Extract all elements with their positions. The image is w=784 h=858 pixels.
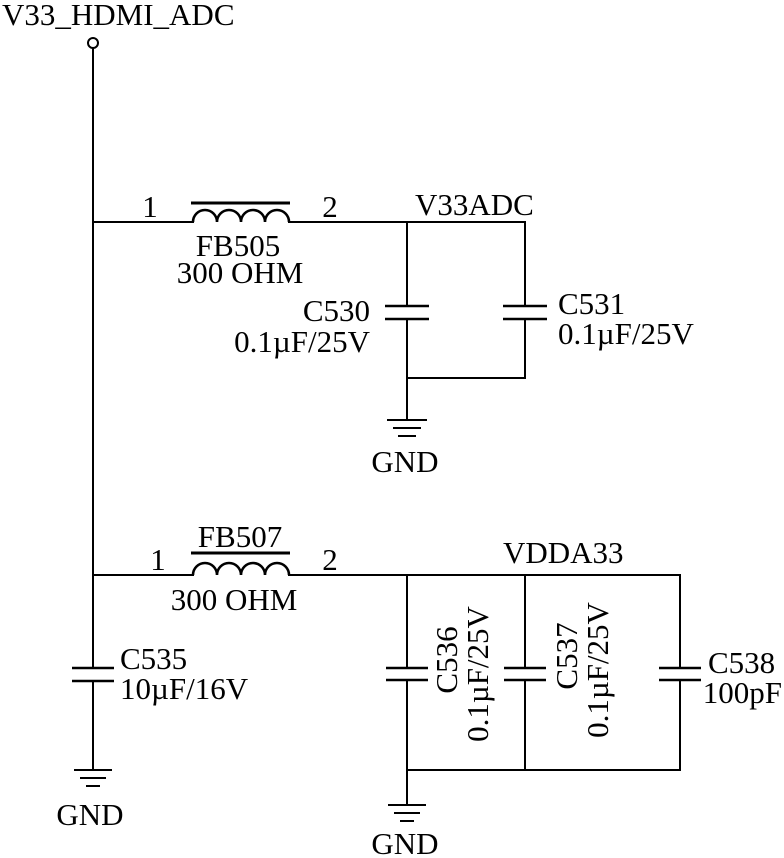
c530-capacitor: C530 0.1µF/25V [234, 221, 429, 421]
input-rail: V33_HDMI_ADC [2, 0, 235, 669]
ground-icon [387, 419, 427, 437]
ground-icon [388, 804, 426, 822]
c538-ref: C538 [708, 645, 775, 680]
ground-symbol-left: GND [56, 769, 124, 832]
fb505-coil-icon [191, 208, 291, 223]
fb507-value: 300 OHM [171, 582, 298, 617]
ground-symbol-bottom: GND [371, 804, 439, 858]
fb505-ferrite-bead: 1 2 FB505 300 OHM [92, 189, 338, 290]
c530-ref: C530 [303, 293, 370, 328]
fb505-pin1-label: 1 [142, 189, 158, 224]
c535-capacitor: C535 10µF/16V [72, 641, 249, 771]
c531-capacitor: C531 0.1µF/25V [503, 221, 694, 379]
ground-label-left: GND [56, 797, 123, 832]
ground-icon [74, 769, 112, 787]
input-terminal-icon [87, 37, 99, 49]
ground-label-bottom: GND [371, 826, 438, 858]
fb507-ferrite-bead: FB507 1 2 300 OHM [92, 519, 338, 617]
c535-ref: C535 [120, 641, 187, 676]
c537-ref: C537 [549, 622, 584, 689]
fb507-coil-icon [191, 561, 291, 576]
c537-capacitor: C537 0.1µF/25V [504, 574, 615, 771]
fb505-pin2-label: 2 [322, 189, 338, 224]
fb505-value: 300 OHM [177, 255, 304, 290]
c530-value: 0.1µF/25V [234, 324, 370, 359]
c538-value: 100pF [703, 675, 782, 710]
fb507-pin1-label: 1 [150, 542, 166, 577]
net-label-v33adc: V33ADC [415, 187, 534, 222]
vdda33-net: VDDA33 [288, 535, 681, 576]
c537-value: 0.1µF/25V [580, 601, 615, 737]
net-label-input: V33_HDMI_ADC [2, 0, 235, 32]
c536-capacitor: C536 0.1µF/25V [386, 574, 495, 806]
net-label-vdda33: VDDA33 [503, 535, 624, 570]
c536-value: 0.1µF/25V [460, 605, 495, 741]
c535-value: 10µF/16V [120, 671, 249, 706]
fb507-ref: FB507 [198, 519, 282, 554]
c531-value: 0.1µF/25V [558, 316, 694, 351]
c536-ref: C536 [429, 626, 464, 693]
fb505-ref: FB505 [196, 228, 280, 263]
ground-label-top: GND [371, 444, 438, 479]
fb507-pin2-label: 2 [322, 542, 338, 577]
c538-capacitor: C538 100pF [659, 574, 782, 771]
c531-ref: C531 [558, 286, 625, 321]
ground-symbol-top: GND [371, 419, 439, 479]
